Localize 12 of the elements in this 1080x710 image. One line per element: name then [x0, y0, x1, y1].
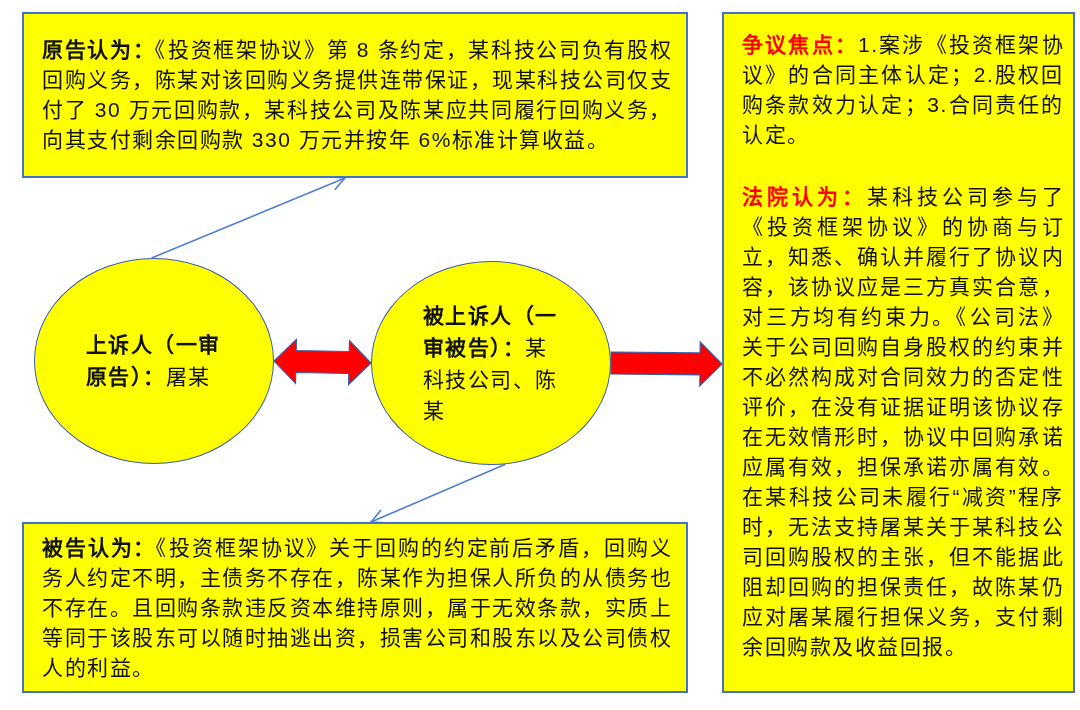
- statement-text: 原告认为：《投资框架协议》第 8 条约定，某科技公司负有股权回购义务，陈某对该回购义务提供连带保证，现某科技公司仅支付了 30 万元回购款，某科技公司及陈某应共同履行回购义务，向其支付剩余回购款 330 万元并按年 6%标准计算收益。: [42, 37, 672, 153]
- party-label: 被上诉人（一审被告）：某科技公司、陈某: [422, 303, 559, 424]
- findings-panel: [722, 12, 1075, 693]
- court-opinion-text: 法院认为：某科技公司参与了《投资框架协议》的协商与订立，知悉、确认并履行了协议内容，该协议应是三方真实合意，对三方均有约束力。《公司法》关于公司回购自身股权的约束并不必然构成对合同效力的否定性评价，在没有证据证明该协议存在无效情形时，协议中回购承诺应属有效，担保承诺亦属有效。在某科技公司未履行“减资”程序时，无法支持屠某关于某科技公司回购股权的主张，但不能据此阻却回购的担保责任，故陈某仍应对屠某履行担保义务，支付剩余回购款及收益回报。: [742, 184, 1064, 660]
- dispute-focus-text: 争议焦点：1.案涉《投资框架协议》的合同主体认定；2.股权回购条款效力认定；3.合同责任的认定。: [742, 32, 1064, 148]
- statement-box: [22, 522, 688, 693]
- statement-text: 被告认为：《投资框架协议》关于回购的约定前后矛盾，回购义务人约定不明，主债务不存在，陈某作为担保人所负的从债务也不存在。且回购条款违反资本维持原则，属于无效条款，实质上等同于该股东可以随时抽逃出资，损害公司和股东以及公司债权人的利益。: [42, 534, 672, 681]
- arrow: [150, 176, 346, 259]
- party-label: 上诉人（一审原告）：屠某: [85, 332, 222, 391]
- block-arrow: [610, 340, 723, 388]
- double-block-arrow: [273, 338, 372, 386]
- statement-box: [22, 12, 688, 178]
